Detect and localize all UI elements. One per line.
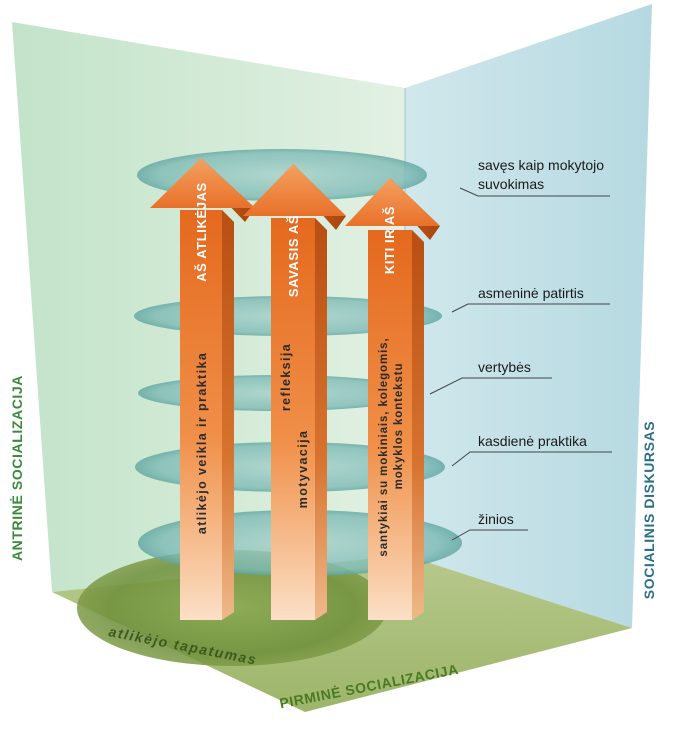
level-1-label-line-2: suvokimas <box>478 176 544 192</box>
arrow-2-body-line-1: refleksija <box>279 343 293 411</box>
arrow-2-title: SAVASIS AŠ <box>286 215 301 297</box>
left-wall-label: ANTRINĖ SOCIALIZACIJA <box>9 375 25 561</box>
arrow-3-shaft <box>368 230 412 620</box>
arrow-2-head <box>243 164 346 216</box>
arrow-3-title: KITI IR AŠ <box>382 206 397 274</box>
arrow-2-body-line-2: motyvacija <box>296 430 310 509</box>
arrow-1-body-line-1: atlikėjo veikla ir praktika <box>195 352 209 534</box>
arrow-1-shaft <box>180 210 222 620</box>
arrow-3-body-line-2: mokyklos kontekstu <box>393 363 405 490</box>
arrow-3-head <box>345 178 440 226</box>
leader-2 <box>451 303 610 313</box>
leader-1 <box>459 187 610 197</box>
arrow-1-head <box>150 158 255 208</box>
arrow-3-shaft-side <box>412 230 424 620</box>
arrow-1: AŠ ATLIKĖJAS atlikėjo veikla ir praktika <box>150 158 255 620</box>
right-wall-label: SOCIALINIS DISKURSAS <box>641 421 657 599</box>
level-3-label: vertybės <box>478 359 531 375</box>
arrow-1-title: AŠ ATLIKĖJAS <box>194 182 209 282</box>
leader-3 <box>429 377 552 395</box>
arrow-3: KITI IR AŠ santykiai su mokiniais, koleg… <box>345 178 440 620</box>
arrow-2: SAVASIS AŠ refleksija motyvacija <box>243 164 346 620</box>
arrow-3-body-line-1: santykiai su mokiniais, kolegomis, <box>378 337 390 556</box>
level-4-label: kasdienė praktika <box>478 433 587 449</box>
level-leaders <box>429 187 612 541</box>
arrow-2-shaft-side <box>315 218 327 620</box>
right-wall <box>405 4 652 628</box>
arrow-2-shaft <box>271 218 315 620</box>
leader-4 <box>451 451 612 467</box>
level-2-label: asmeninė patirtis <box>478 285 584 301</box>
level-1-label-line-1: savęs kaip mokytojo <box>478 157 604 173</box>
leader-5 <box>451 529 528 541</box>
level-5-label: žinios <box>478 511 514 527</box>
arrow-1-shaft-side <box>222 210 234 620</box>
